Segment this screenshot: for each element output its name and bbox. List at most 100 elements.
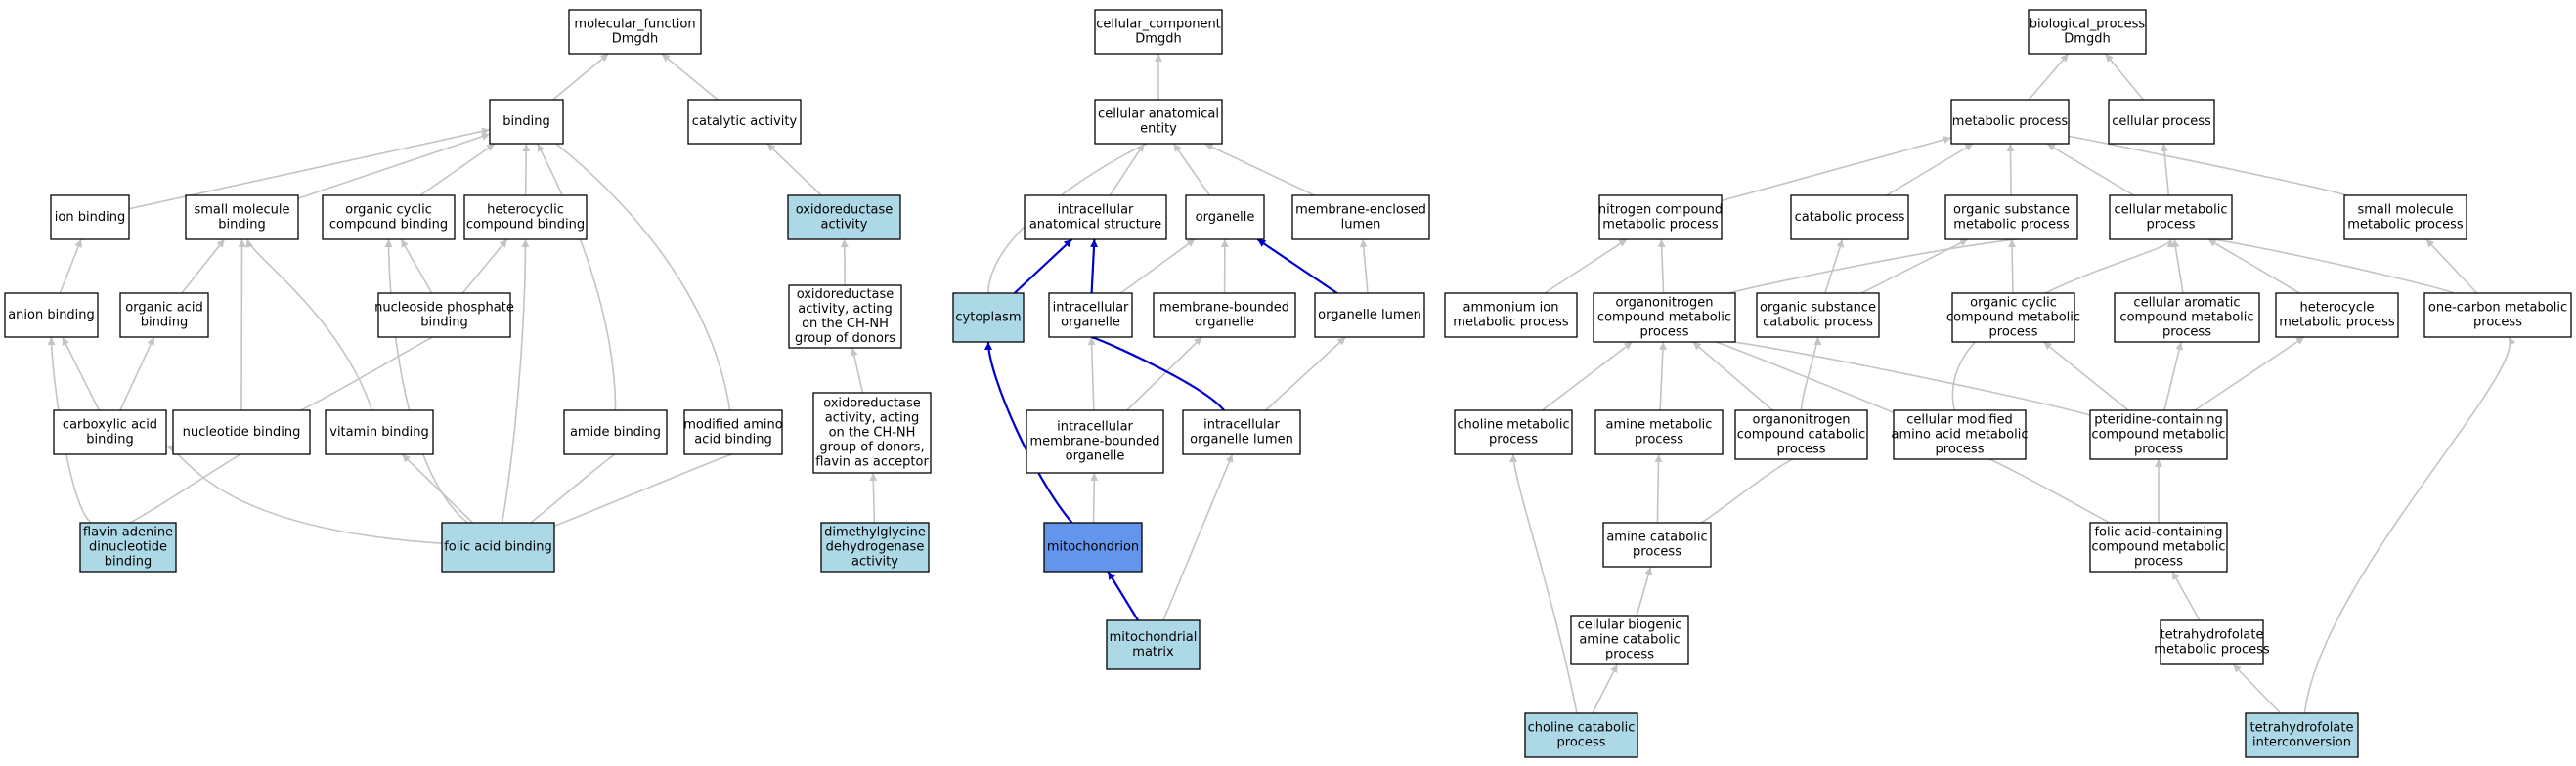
term-node-binding[interactable]: binding xyxy=(489,99,564,145)
term-label-line: membrane-enclosed xyxy=(1295,203,1426,218)
term-label-line: heterocyclic xyxy=(487,203,564,218)
term-node-nucbind[interactable]: nucleotide binding xyxy=(172,409,311,455)
term-label-line: process xyxy=(1633,545,1681,560)
term-box xyxy=(119,292,209,338)
term-node-catab[interactable]: catabolic process xyxy=(1790,194,1909,240)
term-node-anion[interactable]: anion binding xyxy=(4,292,99,338)
term-label-line: cellular aromatic xyxy=(2133,296,2240,311)
term-node-catalytic[interactable]: catalytic activity xyxy=(687,99,802,145)
edge-thfinter-to-thfmet xyxy=(2232,663,2282,714)
term-node-orglumen[interactable]: organelle lumen xyxy=(1314,292,1425,338)
edge-vitbind-to-smallmol xyxy=(245,238,373,411)
edge-intra_org-to-organelle xyxy=(1119,238,1196,294)
term-label-line: on the CH-NH xyxy=(802,317,889,331)
term-label-line: organic cyclic xyxy=(1970,296,2057,311)
term-node-cellproc[interactable]: cellular process xyxy=(2108,99,2215,145)
term-label-line: metabolic process xyxy=(1953,218,2070,233)
term-node-ionbind[interactable]: ion binding xyxy=(50,194,130,240)
term-label-line: membrane-bounded xyxy=(1159,301,1289,316)
edge-folic-to-amidebind xyxy=(530,446,620,524)
term-label-line: binding xyxy=(86,433,133,447)
term-label-line: metabolic process xyxy=(2154,643,2270,658)
term-node-organelle[interactable]: organelle xyxy=(1185,194,1265,240)
term-box xyxy=(2160,619,2264,665)
term-box xyxy=(2114,292,2260,343)
term-label-line: compound binding xyxy=(329,218,448,233)
term-label-line: small molecule xyxy=(2358,203,2454,218)
highlighted-edge-intra_org-to-intra_struct xyxy=(1089,238,1098,294)
term-box xyxy=(1026,409,1164,474)
edge-nucphos-to-hetcyc xyxy=(461,238,508,294)
edge-orgcycmet-to-orgsub xyxy=(2008,238,2017,294)
edge-cellmetab-to-cellproc xyxy=(2160,143,2170,196)
term-box xyxy=(2109,194,2233,240)
term-box xyxy=(1043,522,1143,573)
edge-thfinter-to-onecarbon xyxy=(2303,336,2516,714)
term-label-line: catabolic process xyxy=(1763,316,1873,330)
term-label-line: metabolic process xyxy=(2347,218,2464,233)
term-box xyxy=(1444,292,1578,338)
term-label-line: oxidoreductase xyxy=(797,287,895,302)
term-label-line: organonitrogen xyxy=(1753,413,1851,428)
edge-cholinemet-to-orgnitro xyxy=(1542,341,1634,411)
term-node-cytoplasm[interactable]: cytoplasm xyxy=(952,292,1025,343)
term-node-folic[interactable]: folic acid binding xyxy=(441,522,555,573)
term-label-line: binding xyxy=(141,316,188,330)
term-node-vitbind[interactable]: vitamin binding xyxy=(325,409,434,455)
term-node-metab[interactable]: metabolic process xyxy=(1950,99,2070,145)
term-label-line: process xyxy=(2134,443,2183,457)
term-label-line: choline catabolic xyxy=(1528,721,1636,736)
term-label-line: process xyxy=(1489,433,1538,447)
term-label-line: matrix xyxy=(1132,645,1174,660)
term-label-line: modified amino xyxy=(683,418,783,433)
term-node-mito[interactable]: mitochondrion xyxy=(1043,522,1143,573)
term-node-amidebind[interactable]: amide binding xyxy=(563,409,668,455)
